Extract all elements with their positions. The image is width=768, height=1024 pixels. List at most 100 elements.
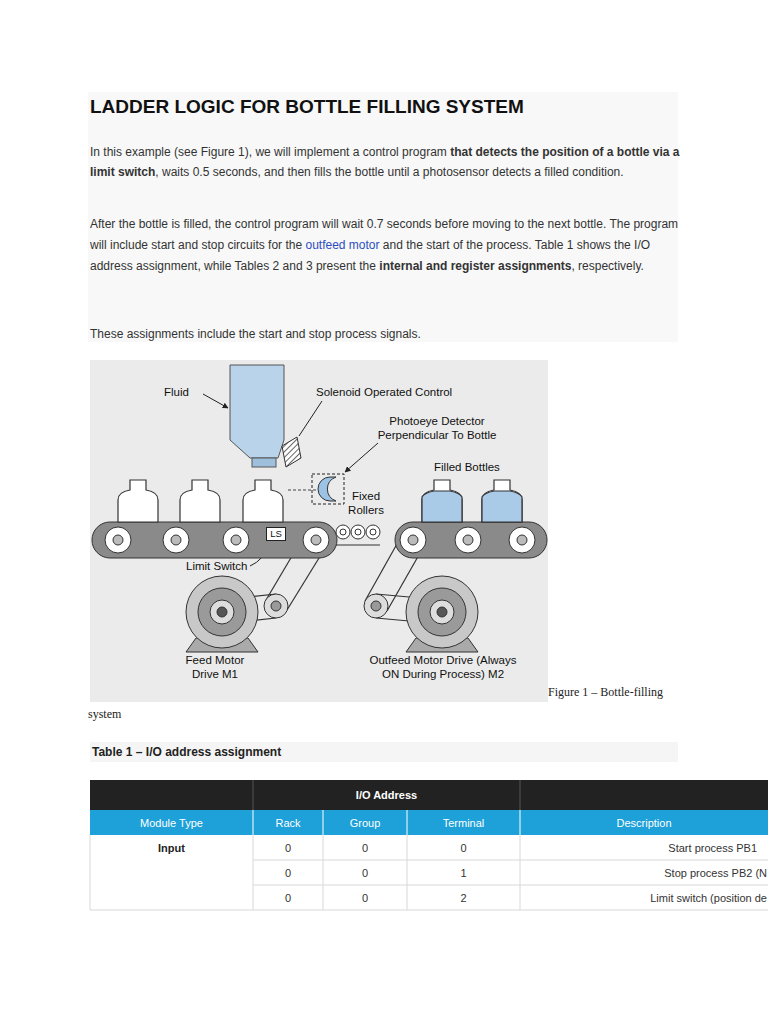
table-title: Table 1 – I/O address assignment	[92, 745, 281, 759]
outfeed-conveyor	[400, 527, 426, 553]
feed-conveyor	[163, 527, 189, 553]
feed-motor	[186, 576, 288, 652]
photoeye-detector	[312, 474, 344, 504]
feed-motor	[217, 607, 227, 617]
photoeye-detector	[288, 490, 318, 491]
outfeed-motor	[406, 576, 478, 648]
io-table	[90, 910, 768, 911]
io-table	[253, 810, 254, 835]
paragraph: After the bottle is filled, the control …	[90, 214, 680, 277]
paragraph: In this example (see Figure 1), we will …	[90, 142, 680, 182]
column-header: Group	[323, 810, 407, 835]
empty-bottles	[243, 480, 283, 522]
fixed-rollers	[355, 529, 361, 535]
filled-bottles	[422, 480, 462, 522]
feed-conveyor	[92, 522, 337, 558]
table-cell: Start process PB1	[520, 835, 768, 860]
text-panel	[88, 92, 678, 342]
photoeye-detector	[288, 474, 344, 504]
fixed-rollers-label: Fixed Rollers	[344, 489, 388, 517]
leader-lines	[345, 443, 378, 472]
feed-conveyor	[105, 527, 329, 553]
fixed-rollers	[340, 529, 346, 535]
io-table	[253, 885, 768, 886]
filled-bottles	[422, 491, 462, 522]
io-table	[253, 780, 520, 810]
fluid-hopper	[230, 365, 284, 467]
fixed-rollers	[336, 545, 380, 546]
io-table	[253, 835, 254, 910]
io-table	[90, 780, 768, 910]
io-table	[90, 835, 91, 910]
io-table	[253, 860, 768, 861]
table-cell: 1	[407, 860, 520, 885]
feed-motor	[210, 600, 234, 624]
filled-bottles	[422, 480, 522, 522]
io-table	[90, 810, 768, 835]
outfeed-conveyor	[395, 522, 547, 558]
filled-bottles-label: Filled Bottles	[434, 461, 500, 473]
outfeed-conveyor	[400, 527, 535, 553]
leader-lines	[299, 401, 322, 436]
body-text: , respectively.	[571, 259, 643, 273]
feed-conveyor	[171, 535, 181, 545]
table-cell: 0	[407, 835, 520, 860]
feed-motor	[186, 576, 258, 648]
body-text: These assignments include the start and …	[90, 327, 421, 341]
io-table	[323, 810, 324, 835]
paragraph: These assignments include the start and …	[90, 324, 680, 344]
fixed-rollers	[336, 525, 350, 539]
feed-conveyor	[92, 522, 337, 558]
empty-bottles	[118, 480, 283, 522]
figure-ground	[90, 360, 548, 702]
io-table	[253, 780, 254, 810]
outfeed-motor	[364, 594, 388, 618]
table-cell: 0	[253, 860, 323, 885]
body-text: In this example (see Figure 1), we will …	[90, 145, 447, 159]
io-table	[407, 835, 408, 910]
fluid-hopper	[230, 365, 284, 458]
column-header: Description	[520, 810, 768, 835]
fixed-rollers	[336, 525, 380, 545]
feed-conveyor	[105, 527, 131, 553]
column-header: Terminal	[407, 810, 520, 835]
table-cell: 0	[323, 860, 407, 885]
io-table	[253, 810, 520, 835]
empty-bottles	[180, 480, 220, 522]
bold-text: internal and register assignments	[379, 259, 571, 273]
column-header: Rack	[253, 810, 323, 835]
feed-conveyor	[113, 535, 321, 545]
io-table	[520, 810, 521, 835]
outfeed-conveyor	[463, 535, 473, 545]
outfeed-motor	[364, 576, 478, 652]
io-table	[520, 835, 521, 910]
fixed-rollers	[370, 529, 376, 535]
feed-motor	[198, 588, 246, 636]
io-table	[323, 835, 324, 910]
link-text: outfeed motor	[305, 238, 379, 252]
table-cell: 2	[407, 885, 520, 910]
fixed-rollers	[351, 525, 365, 539]
outfeed-motor	[437, 607, 447, 617]
fluid-label: Fluid	[164, 386, 189, 398]
feed-motor-label: Feed Motor Drive M1	[178, 653, 252, 681]
outfeed-conveyor	[408, 535, 418, 545]
io-table	[90, 780, 768, 810]
outfeed-motor	[371, 601, 381, 611]
table-title-bar	[90, 742, 678, 762]
filled-bottles	[482, 491, 522, 522]
page-title: LADDER LOGIC FOR BOTTLE FILLING SYSTEM	[90, 96, 524, 118]
table-cell: Input	[90, 835, 253, 860]
outfeed-conveyor	[509, 527, 535, 553]
io-table	[90, 835, 768, 910]
table-cell: 0	[253, 835, 323, 860]
feed-conveyor	[113, 535, 123, 545]
table-cell: Stop process PB2 (N	[520, 860, 768, 885]
fluid-hopper	[252, 458, 276, 467]
solenoid-label: Solenoid Operated Control	[316, 386, 452, 398]
table-cell: 0	[323, 885, 407, 910]
outfeed-conveyor	[455, 527, 481, 553]
outfeed-motor-label: Outfeed Motor Drive (Always ON During Pr…	[366, 653, 520, 681]
io-table	[407, 810, 408, 835]
